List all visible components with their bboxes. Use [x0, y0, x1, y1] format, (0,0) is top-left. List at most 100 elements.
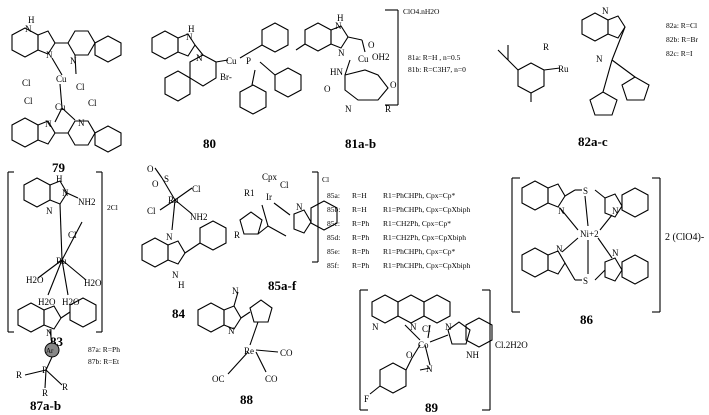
svg-text:85f:: 85f: [327, 261, 339, 270]
atom-label-n: N [410, 322, 417, 332]
svg-text:R1=CH2Ph, Cpx=Cp*: R1=CH2Ph, Cpx=Cp* [383, 219, 451, 228]
atom-label-s: S [583, 276, 588, 286]
atom-label-h: H [28, 15, 35, 25]
structure-89: N N Cl Co N NH O N F Cl.2H2O 89 [359, 289, 528, 415]
atom-label-co: CO [265, 374, 278, 384]
atom-label-re: Re [244, 346, 254, 356]
atom-label-h2o: H2O [62, 297, 80, 307]
compound-label-88: 88 [240, 392, 254, 407]
atom-label-o: O [390, 80, 397, 90]
svg-text:R1=PhCHPh, Cpx=Cp*: R1=PhCHPh, Cpx=Cp* [383, 191, 455, 200]
atom-label-cl: Cl [422, 324, 431, 334]
svg-text:R=H: R=H [352, 191, 367, 200]
variant-82a: 82a: R=Cl [666, 21, 697, 30]
atom-label-h2o: H2O [84, 278, 102, 288]
counterion-85: Cl [322, 175, 329, 184]
atom-label-oc: OC [212, 374, 225, 384]
svg-text:R=H: R=H [352, 205, 367, 214]
atom-label-cl: Cl [147, 206, 156, 216]
atom-label-n: N [46, 206, 53, 216]
compound-label-80: 80 [203, 136, 216, 151]
atom-label-n: N [338, 48, 345, 58]
svg-text:R1=PhCHPh, Cpx=CpXbiph: R1=PhCHPh, Cpx=CpXbiph [383, 205, 470, 214]
atom-label-n: N [25, 24, 32, 34]
atom-label-cl: Cl [24, 96, 33, 106]
svg-text:85b:: 85b: [327, 205, 340, 214]
atom-label-hn: HN [330, 67, 343, 77]
atom-label-p: P [42, 365, 47, 375]
atom-label-n: N [612, 206, 619, 216]
atom-label-r: R [16, 370, 22, 380]
counterion-86: 2 (ClO4)- [665, 232, 704, 243]
atom-label-nh2: NH2 [190, 212, 208, 222]
atom-label-h: H [56, 174, 63, 184]
counterion-81: ClO4.nH2O [403, 7, 440, 16]
variant-87a: 87a: R=Ph [88, 345, 120, 354]
atom-label-n: N [62, 188, 69, 198]
svg-text:R=Ph: R=Ph [352, 219, 369, 228]
compound-label-86: 86 [580, 312, 594, 327]
atom-label-n: N [70, 56, 77, 66]
atom-label-r1: R1 [244, 188, 255, 198]
atom-label-cp: Cpx [262, 172, 278, 182]
svg-text:R=Ph: R=Ph [352, 247, 369, 256]
atom-label-r: R [543, 42, 549, 52]
compound-label-84: 84 [172, 306, 186, 321]
atom-label-n: N [426, 364, 433, 374]
atom-label-n: N [196, 53, 203, 63]
svg-text:R=Ph: R=Ph [352, 261, 369, 270]
structure-84: O O S Ru Cl Cl NH2 N N H 84 [141, 164, 227, 321]
atom-label-cu: Cu [56, 74, 67, 84]
svg-text:R=Ph: R=Ph [352, 233, 369, 242]
atom-label-oh2: OH2 [372, 52, 390, 62]
atom-label-o: O [147, 164, 154, 174]
atom-label-r: R [234, 230, 240, 240]
atom-label-h: H [178, 280, 185, 290]
atom-label-h2o: H2O [26, 275, 44, 285]
structure-86: S S Ni+2 N N N N 2 (ClO4)- 86 [511, 177, 704, 327]
atom-label-nh2: NH2 [78, 197, 96, 207]
variant-87b: 87b: R=Et [88, 357, 120, 366]
compound-label-89: 89 [425, 400, 439, 415]
atom-label-n: N [596, 54, 603, 64]
svg-text:85e:: 85e: [327, 247, 340, 256]
counterion-83: 2Cl [107, 203, 118, 212]
structure-88: N N Re CO CO OC 88 [197, 286, 293, 407]
variant-table-85: 85a: R=H R1=PhCHPh, Cpx=Cp* 85b: R=H R1=… [327, 191, 470, 270]
atom-label-cu: Cu [226, 56, 237, 66]
atom-label-r: R [42, 388, 48, 398]
structure-79: H N N N Cu Cl Cl Cl Cu Cl N N 79 [11, 15, 122, 175]
structure-81: H N N Cu OH2 O HN O N O R ClO4.nH2O 81a:… [295, 7, 466, 151]
atom-label-ru: Ru [558, 64, 569, 74]
atom-label-n: N [335, 21, 342, 31]
atom-label-n: N [558, 206, 565, 216]
svg-text:85a:: 85a: [327, 191, 340, 200]
atom-label-n: N [46, 50, 53, 60]
atom-label-n: N [46, 328, 53, 338]
atom-label-ar: Ar [46, 347, 54, 355]
atom-label-s: S [164, 174, 169, 184]
svg-text:R1=PhCHPh, Cpx=Cp*: R1=PhCHPh, Cpx=Cp* [383, 247, 455, 256]
atom-label-n: N [612, 248, 619, 258]
atom-label-o: O [406, 350, 413, 360]
structure-80: H N N Cu Br- P 80 [151, 22, 302, 151]
compound-label-82: 82a-c [578, 134, 608, 149]
atom-label-n: N [45, 119, 52, 129]
atom-label-n: N [372, 322, 379, 332]
structure-82: R Ru N N 82a: R=Cl 82b: R=Br 82c: R=I 82… [497, 6, 698, 149]
variant-81a: 81a: R=H , n=0.5 [408, 53, 461, 62]
atom-label-p: P [246, 56, 251, 66]
svg-text:R1=PhCHPh, Cpx=CpXbiph: R1=PhCHPh, Cpx=CpXbiph [383, 261, 470, 270]
atom-label-r: R [385, 104, 391, 114]
variant-82b: 82b: R=Br [666, 35, 698, 44]
atom-label-ni: Ni+2 [580, 229, 599, 239]
compound-label-79: 79 [52, 160, 66, 175]
atom-label-n: N [186, 32, 193, 42]
atom-label-ir: Ir [266, 192, 272, 202]
structure-83: H N N NH2 Cl Ru H2O H2O H2O H2O 2Cl 83 [7, 171, 118, 349]
compound-label-81: 81a-b [345, 136, 376, 151]
atom-label-co-metal: Co [418, 340, 429, 350]
atom-label-s: S [583, 186, 588, 196]
atom-label-h: H [337, 13, 344, 23]
